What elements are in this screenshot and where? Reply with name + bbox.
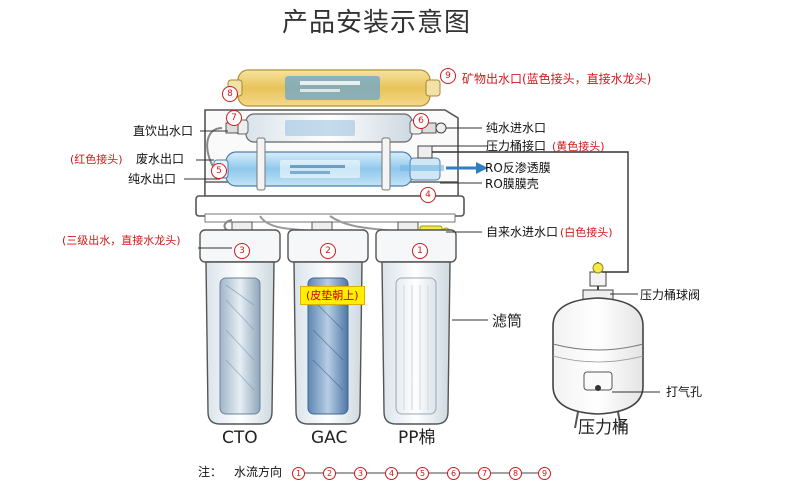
ro-shell-label: RO膜膜壳 xyxy=(485,177,539,191)
tap-water-note: (白色接头) xyxy=(560,226,613,239)
flow-step: 6 xyxy=(447,467,460,480)
note-prefix: 注： xyxy=(198,465,223,479)
flow-step: 9 xyxy=(538,467,551,480)
waste-water-outlet-label: 废水出口 xyxy=(136,152,185,166)
flow-direction-label: 水流方向 xyxy=(234,465,283,479)
pure-water-inlet-label: 纯水进水口 xyxy=(486,121,547,135)
marker-2: 2 xyxy=(320,243,336,259)
gasket-tag: (皮垫朝上) xyxy=(300,286,365,305)
marker-9: 9 xyxy=(440,68,456,84)
ro-membrane-label: RO反渗透膜 xyxy=(485,161,551,175)
flow-step: 4 xyxy=(385,467,398,480)
mineral-outlet-label: 矿物出水口(蓝色接头，直接水龙头) xyxy=(462,72,652,86)
filter-pp-label: PP棉 xyxy=(398,428,436,448)
flow-step: 8 xyxy=(509,467,522,480)
filter-cto-label: CTO xyxy=(222,428,258,448)
pressure-tank-port-note: (黄色接头) xyxy=(552,140,605,153)
pressure-tank-label: 压力桶 xyxy=(578,418,629,438)
pressure-tank-port-label: 压力桶接口 xyxy=(486,139,547,153)
filter-gac-label: GAC xyxy=(311,428,348,448)
marker-5: 5 xyxy=(211,163,227,179)
flow-step: 2 xyxy=(323,467,336,480)
page-title: 产品安装示意图 xyxy=(282,8,472,38)
pure-water-outlet-label: 纯水出口 xyxy=(128,172,177,186)
marker-4: 4 xyxy=(420,187,436,203)
marker-1: 1 xyxy=(412,243,428,259)
waste-water-note: (红色接头) xyxy=(70,153,123,166)
marker-3: 3 xyxy=(234,243,250,259)
flow-step: 3 xyxy=(354,467,367,480)
marker-7: 7 xyxy=(226,110,242,126)
marker-8: 8 xyxy=(222,86,238,102)
air-hole-label: 打气孔 xyxy=(666,385,703,399)
direct-drink-outlet-label: 直饮出水口 xyxy=(133,124,194,138)
flow-step: 7 xyxy=(478,467,491,480)
tank-ball-valve-label: 压力桶球阀 xyxy=(640,288,701,302)
flow-step: 1 xyxy=(292,467,305,480)
third-stage-note: (三级出水，直接水龙头) xyxy=(62,234,181,247)
filter-housing-label: 滤筒 xyxy=(492,312,523,330)
tap-water-inlet-label: 自来水进水口 xyxy=(486,225,559,239)
flow-step: 5 xyxy=(416,467,429,480)
marker-6: 6 xyxy=(413,113,429,129)
